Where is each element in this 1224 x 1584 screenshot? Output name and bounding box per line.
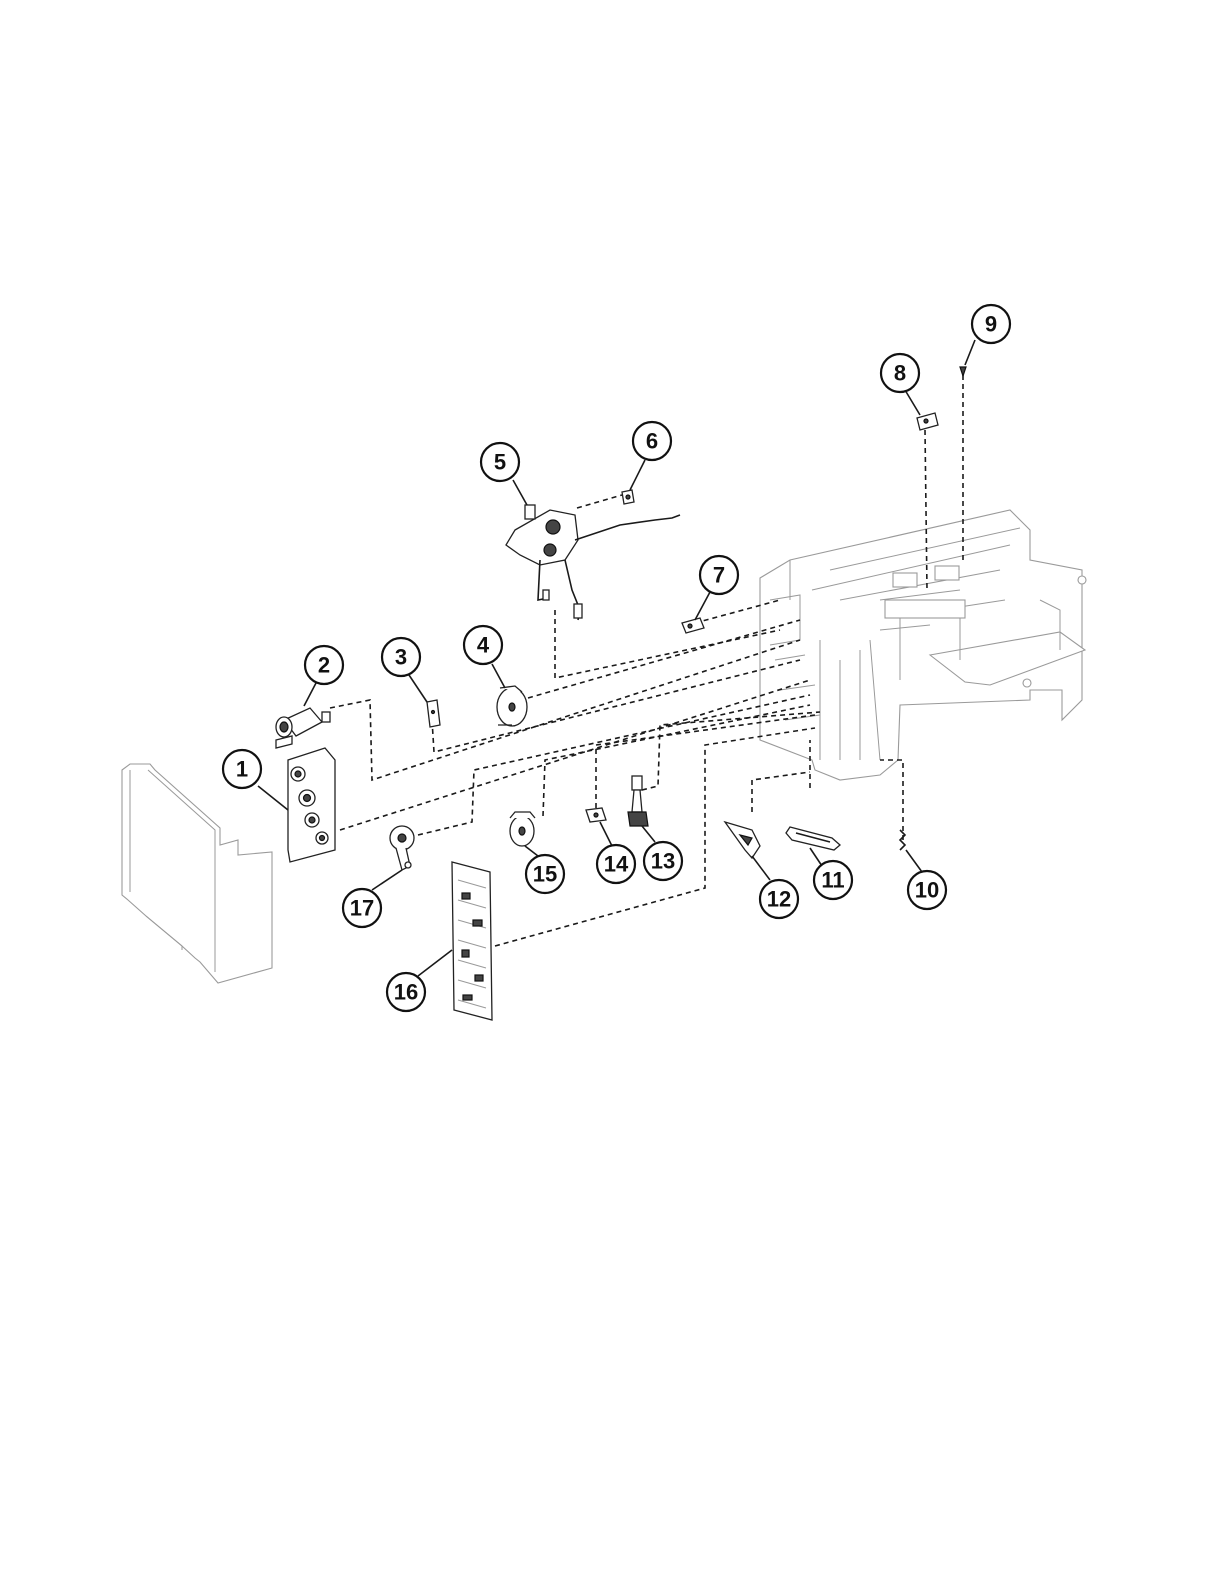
part-clip: [586, 808, 606, 822]
callout-12[interactable]: 12: [760, 880, 798, 918]
part-sensor-bracket: [427, 700, 440, 727]
callout-16[interactable]: 16: [387, 973, 425, 1011]
part-connector: [622, 490, 634, 504]
svg-text:7: 7: [713, 563, 725, 588]
svg-text:4: 4: [477, 633, 490, 658]
svg-text:13: 13: [651, 849, 675, 874]
svg-text:15: 15: [533, 862, 557, 887]
svg-text:17: 17: [350, 896, 374, 921]
svg-text:2: 2: [318, 653, 330, 678]
svg-text:9: 9: [985, 312, 997, 337]
svg-text:5: 5: [494, 450, 506, 475]
callout-1[interactable]: 1: [223, 750, 261, 788]
callout-3[interactable]: 3: [382, 638, 420, 676]
part-cable-sensor: [628, 776, 648, 826]
callout-4[interactable]: 4: [464, 626, 502, 664]
svg-text:3: 3: [395, 645, 407, 670]
part-harness-assembly: [506, 505, 680, 620]
svg-text:6: 6: [646, 429, 658, 454]
part-gear-kit: [288, 748, 335, 862]
callout-11[interactable]: 11: [814, 861, 852, 899]
part-sector-gear: [390, 826, 414, 870]
part-circuit-board: [452, 862, 492, 1020]
side-cover: [122, 764, 272, 983]
svg-text:16: 16: [394, 980, 418, 1005]
part-small-motor: [510, 812, 535, 846]
svg-text:10: 10: [915, 878, 939, 903]
callout-17[interactable]: 17: [343, 889, 381, 927]
callout-2[interactable]: 2: [305, 646, 343, 684]
callout-13[interactable]: 13: [644, 842, 682, 880]
part-screw: [960, 367, 966, 376]
part-motor: [276, 708, 330, 748]
callout-10[interactable]: 10: [908, 871, 946, 909]
callout-8[interactable]: 8: [881, 354, 919, 392]
part-latch: [682, 618, 704, 633]
svg-text:8: 8: [894, 361, 906, 386]
svg-text:1: 1: [236, 757, 248, 782]
part-top-sensor: [917, 413, 938, 430]
svg-text:11: 11: [821, 868, 844, 893]
svg-text:14: 14: [604, 852, 629, 877]
callout-14[interactable]: 14: [597, 845, 635, 883]
callout-15[interactable]: 15: [526, 855, 564, 893]
part-drive-motor: [497, 686, 527, 726]
callout-9[interactable]: 9: [972, 305, 1010, 343]
svg-text:12: 12: [767, 887, 791, 912]
part-guide-bar: [786, 827, 840, 850]
callout-7[interactable]: 7: [700, 556, 738, 594]
callout-6[interactable]: 6: [633, 422, 671, 460]
callout-5[interactable]: 5: [481, 443, 519, 481]
main-chassis: [760, 510, 1086, 780]
part-actuator-bracket: [725, 822, 760, 858]
